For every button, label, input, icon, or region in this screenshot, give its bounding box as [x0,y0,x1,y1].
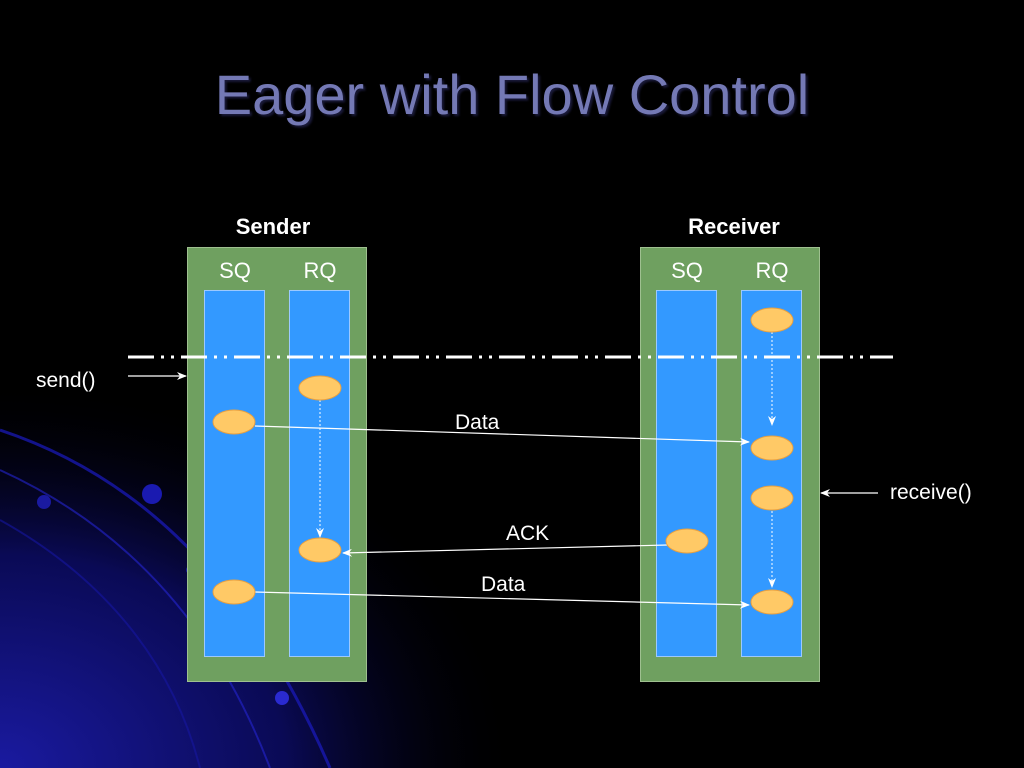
send-call-label: send() [36,369,96,392]
receiver-rq-entry-1 [750,307,794,333]
receiver-send-queue [656,290,717,657]
sender-sq-label: SQ [219,258,251,283]
receiver-sq-entry [665,528,709,554]
ack-arrow [342,544,668,557]
sender-sq-entry-1 [212,409,256,435]
slide-title: Eager with Flow Control [214,63,810,126]
sender-sq-entry-2 [212,579,256,605]
receiver-rq-entry-2 [750,435,794,461]
sender-rq-entry-1 [298,375,342,401]
sender-rq-entry-2 [298,537,342,563]
receiver-rq-entry-3 [750,485,794,511]
receiver-rq-entry-4 [750,589,794,615]
receiver-heading: Receiver [688,214,780,239]
sender-heading: Sender [235,214,311,239]
data-message-label-1: Data [455,411,500,434]
receiver-sq-label: SQ [671,258,703,283]
data-arrow-1 [254,425,750,446]
ack-message-label: ACK [506,522,550,545]
data-arrow-2 [254,591,750,609]
sender-rq-label: RQ [303,258,337,283]
data-message-label-2: Data [481,573,526,596]
receiver-rq-label: RQ [755,258,789,283]
receive-call-label: receive() [890,481,972,504]
